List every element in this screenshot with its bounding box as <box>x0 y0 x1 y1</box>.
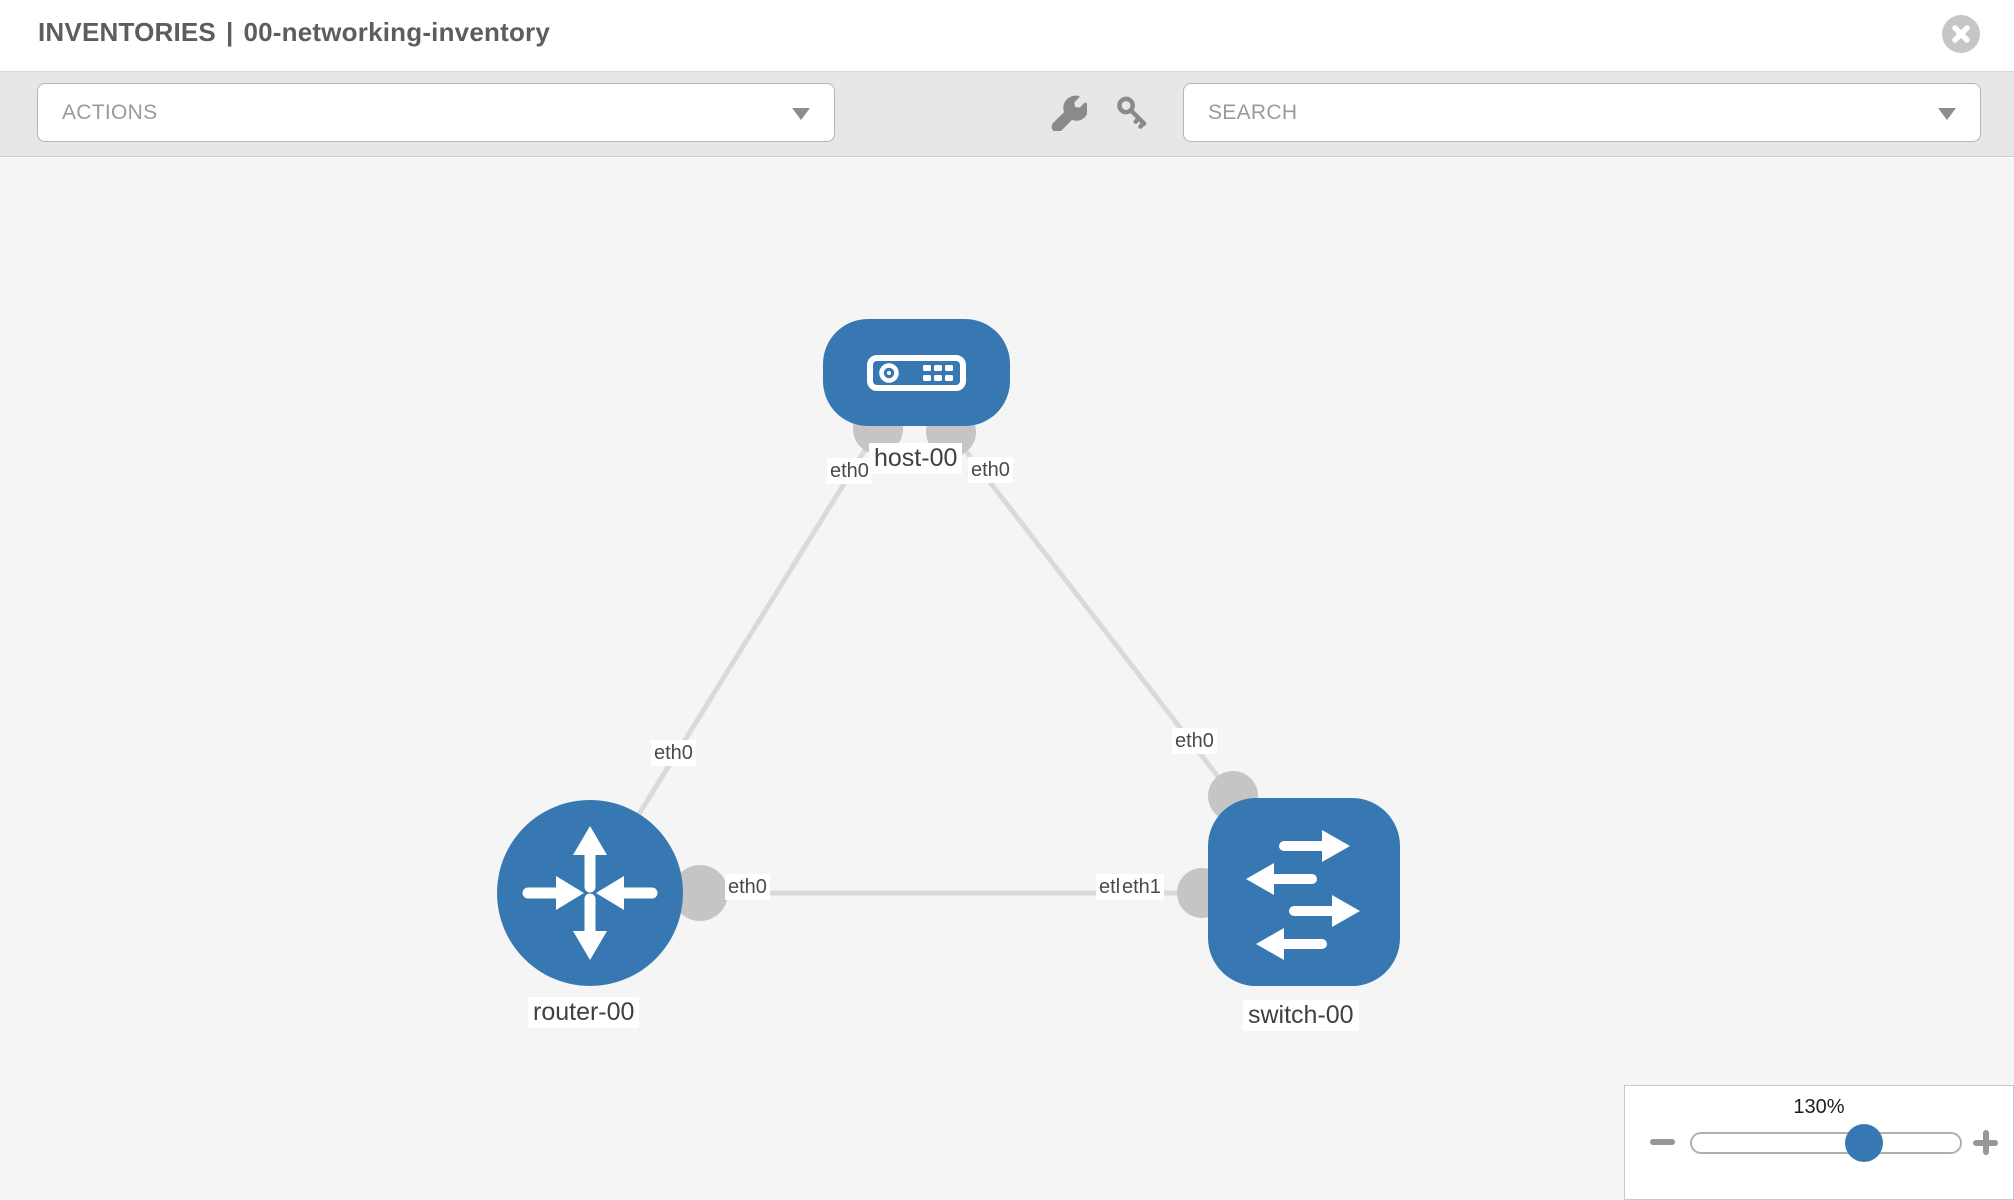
zoom-panel: 130% <box>1624 1085 2014 1200</box>
iface-label: eth0 <box>968 457 1013 483</box>
close-button[interactable] <box>1942 15 1980 53</box>
actions-dropdown[interactable]: ACTIONS <box>37 83 835 142</box>
title-section: INVENTORIES <box>38 17 216 47</box>
iface-label: eth0 <box>651 740 696 766</box>
search-dropdown[interactable]: SEARCH <box>1183 83 1981 142</box>
node-host-00[interactable] <box>823 319 1010 426</box>
node-router-00[interactable] <box>497 800 683 986</box>
iface-label: eth1 <box>1119 874 1164 900</box>
iface-label: eth0 <box>1172 728 1217 754</box>
title-separator: | <box>225 17 234 47</box>
node-label-router-00: router-00 <box>528 997 640 1028</box>
zoom-in-button[interactable] <box>1973 1130 1998 1155</box>
zoom-out-button[interactable] <box>1650 1139 1675 1145</box>
switch-icon <box>1246 830 1360 960</box>
toolbar: ACTIONS SEARCH <box>0 72 2014 157</box>
credentials-button[interactable] <box>1115 95 1151 131</box>
page-title: INVENTORIES | 00-networking-inventory <box>38 17 550 48</box>
chevron-down-icon <box>1938 108 1956 120</box>
router-icon <box>522 826 658 960</box>
node-switch-00[interactable] <box>1208 798 1400 986</box>
iface-dot-router-right <box>672 865 728 921</box>
interface-dots <box>672 404 1258 921</box>
search-placeholder: SEARCH <box>1208 100 1298 124</box>
title-inventory-name: 00-networking-inventory <box>243 17 551 47</box>
iface-label: eth0 <box>827 458 872 484</box>
close-icon <box>1952 25 1970 43</box>
topology-links <box>587 427 1304 896</box>
configure-button[interactable] <box>1051 95 1089 133</box>
zoom-slider-track[interactable] <box>1690 1132 1962 1154</box>
wrench-icon <box>1051 95 1089 133</box>
topology-canvas[interactable]: eth0 eth0 eth0 eth0 eth0 eth0 eth1 host-… <box>0 158 2014 1200</box>
zoom-level: 130% <box>1793 1096 1845 1118</box>
actions-dropdown-label: ACTIONS <box>62 100 158 124</box>
node-label-host-00: host-00 <box>869 443 963 474</box>
header: INVENTORIES | 00-networking-inventory <box>0 0 2014 72</box>
topology-graph <box>497 319 1400 986</box>
iface-label: eth0 <box>725 874 770 900</box>
key-icon <box>1117 96 1147 129</box>
zoom-slider-thumb[interactable] <box>1845 1124 1883 1162</box>
chevron-down-icon <box>792 108 810 120</box>
host-icon <box>867 355 966 391</box>
node-label-switch-00: switch-00 <box>1243 1000 1359 1031</box>
